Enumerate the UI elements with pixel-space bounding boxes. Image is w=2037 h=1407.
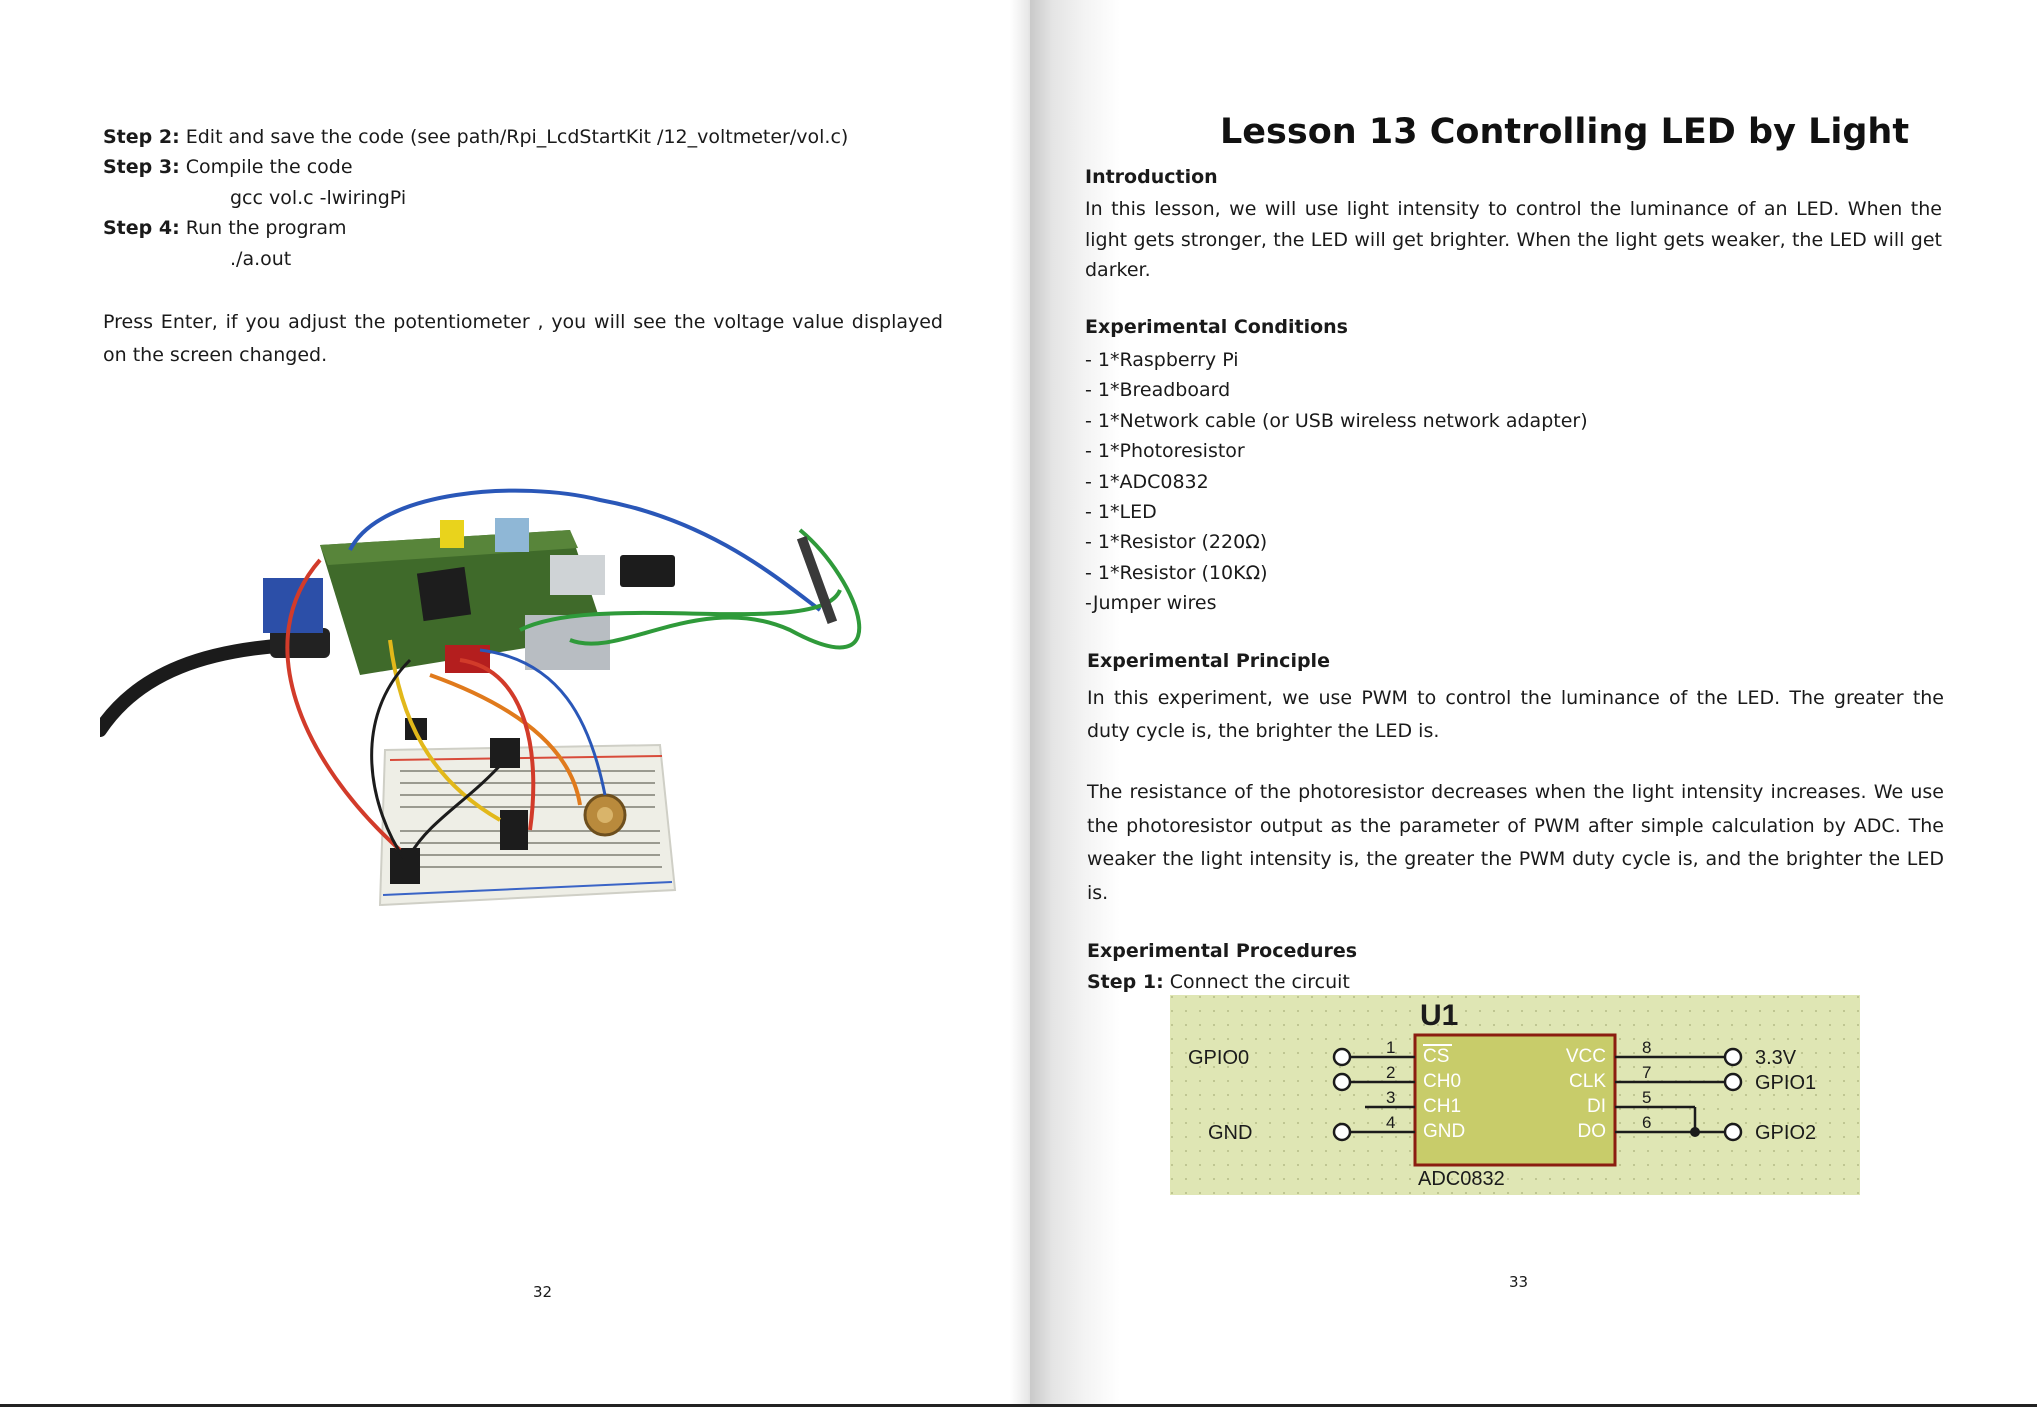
principle-paragraph-1: In this experiment, we use PWM to contro… xyxy=(1087,687,1944,742)
label-gnd: GND xyxy=(1208,1122,1252,1144)
step4-label: Step 4: xyxy=(103,217,180,239)
pin-gnd: GND xyxy=(1423,1121,1465,1142)
step1-label: Step 1: xyxy=(1087,971,1164,993)
chip-ref: U1 xyxy=(1420,999,1458,1032)
pin-cs: CS xyxy=(1423,1046,1449,1067)
procedures-heading: Experimental Procedures xyxy=(1087,940,1358,962)
run-command: ./a.out xyxy=(230,248,292,270)
step3-text: Compile the code xyxy=(179,156,353,178)
introduction-heading: Introduction xyxy=(1085,166,1218,188)
step4-text: Run the program xyxy=(179,217,347,239)
step2-line: Step 2: Edit and save the code (see path… xyxy=(103,125,848,149)
conditions-list: - 1*Raspberry Pi - 1*Breadboard - 1*Netw… xyxy=(1085,345,1588,619)
pin-di: DI xyxy=(1587,1096,1606,1117)
list-item: - 1*Network cable (or USB wireless netwo… xyxy=(1085,409,1588,432)
chip-body xyxy=(1413,1033,1617,1167)
chip-name: ADC0832 xyxy=(1418,1168,1505,1190)
lesson-title: Lesson 13 Controlling LED by Light xyxy=(1220,112,1910,152)
step3-label: Step 3: xyxy=(103,156,180,178)
step4-line: Step 4: Run the program xyxy=(103,216,347,240)
pin-number: 2 xyxy=(1386,1063,1395,1082)
circuit-photo xyxy=(100,488,862,907)
list-item: - 1*Breadboard xyxy=(1085,379,1231,402)
principle-heading: Experimental Principle xyxy=(1087,650,1330,672)
step2-label: Step 2: xyxy=(103,126,180,148)
bottom-edge xyxy=(0,1404,2037,1407)
step2-text: Edit and save the code (see path/Rpi_Lcd… xyxy=(179,126,849,148)
left-page xyxy=(0,0,1030,1407)
pin-vcc: VCC xyxy=(1566,1046,1606,1067)
page-gutter xyxy=(1030,0,1120,1407)
pin-number: 6 xyxy=(1642,1113,1651,1132)
compile-command: gcc vol.c -lwiringPi xyxy=(230,187,407,209)
pin-do: DO xyxy=(1578,1121,1607,1142)
pin-ch0: CH0 xyxy=(1423,1071,1461,1092)
list-item: - 1*LED xyxy=(1085,501,1157,524)
left-paragraph: Press Enter, if you adjust the potentiom… xyxy=(103,311,943,366)
label-gpio2: GPIO2 xyxy=(1755,1122,1816,1144)
right-page-number: 33 xyxy=(1509,1273,1529,1291)
pin-number: 7 xyxy=(1642,1063,1651,1082)
principle-paragraph-2: The resistance of the photoresistor decr… xyxy=(1087,781,1944,904)
pin-number: 1 xyxy=(1386,1038,1395,1057)
label-gpio0: GPIO0 xyxy=(1188,1047,1249,1069)
pin-number: 8 xyxy=(1642,1038,1651,1057)
pin-clk: CLK xyxy=(1569,1071,1606,1092)
pin-number: 3 xyxy=(1386,1088,1395,1107)
list-item: - 1*Photoresistor xyxy=(1085,440,1245,463)
adc0832-schematic: U1 ADC0832 CS CH0 CH1 GND VCC CLK DI DO … xyxy=(1170,995,1860,1195)
pin-number: 5 xyxy=(1642,1088,1651,1107)
list-item: - 1*Raspberry Pi xyxy=(1085,349,1239,371)
pin-number: 4 xyxy=(1386,1113,1395,1132)
step1-text: Connect the circuit xyxy=(1163,971,1350,993)
label-3v3: 3.3V xyxy=(1755,1047,1797,1069)
list-item: - 1*Resistor (220Ω) xyxy=(1085,531,1268,554)
list-item: -Jumper wires xyxy=(1085,592,1217,615)
list-item: - 1*Resistor (10KΩ) xyxy=(1085,561,1268,584)
list-item: - 1*ADC0832 xyxy=(1085,470,1209,493)
pin-ch1: CH1 xyxy=(1423,1096,1461,1117)
step1-line: Step 1: Connect the circuit xyxy=(1087,970,1350,994)
left-page-number: 32 xyxy=(533,1283,553,1301)
label-gpio1: GPIO1 xyxy=(1755,1072,1816,1094)
conditions-heading: Experimental Conditions xyxy=(1085,316,1348,338)
step3-line: Step 3: Compile the code xyxy=(103,155,353,179)
introduction-text: In this lesson, we will use light intens… xyxy=(1085,198,1942,281)
